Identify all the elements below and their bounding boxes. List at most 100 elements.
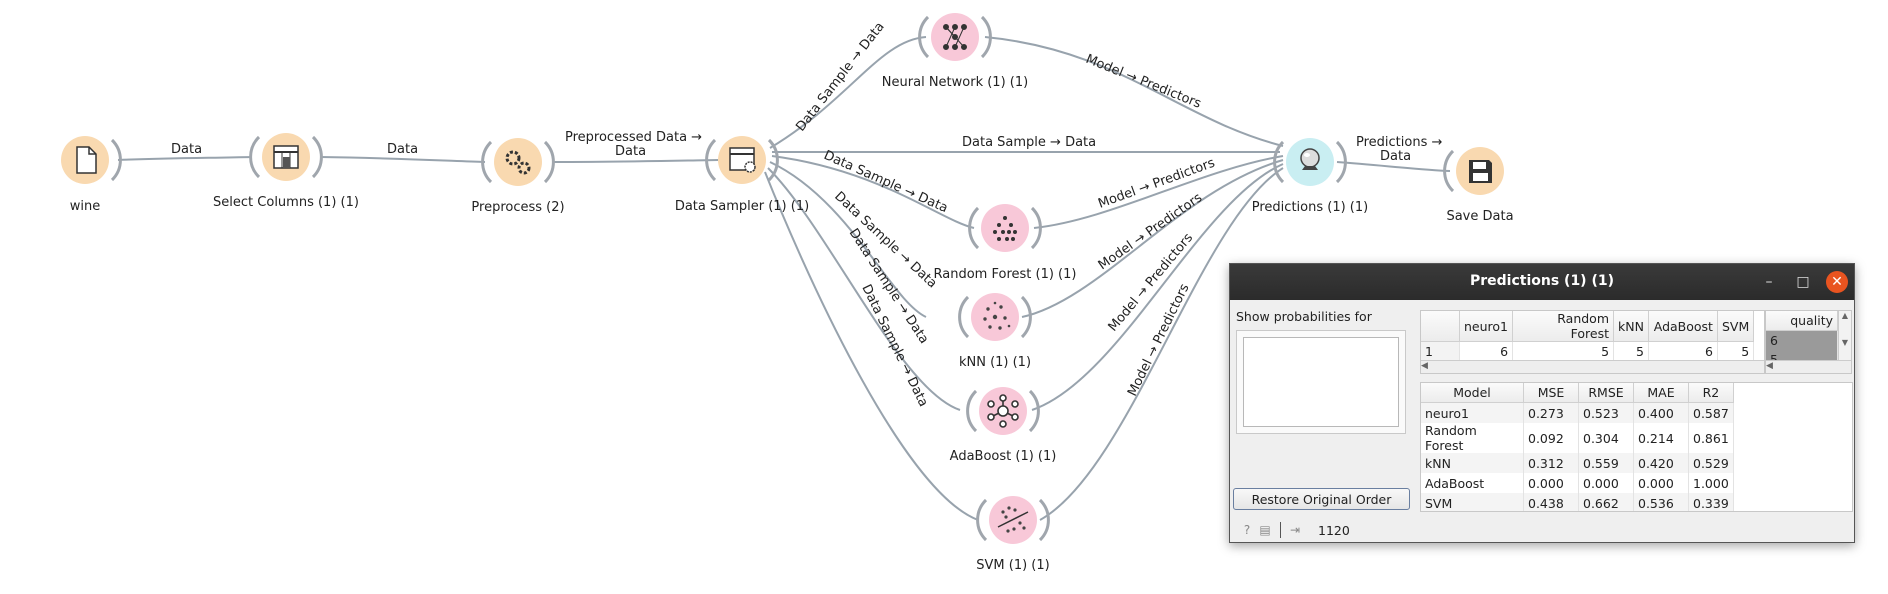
link-label-pred-save: Predictions → xyxy=(1356,135,1442,150)
row-header-corner xyxy=(1421,311,1460,342)
link-sampler-rf[interactable] xyxy=(771,155,975,229)
predictions-icon xyxy=(1300,148,1320,170)
node-label-random-forest: Random Forest (1) (1) xyxy=(934,267,1077,282)
link-sampler-ada[interactable] xyxy=(767,167,961,411)
link-svm-predictions[interactable] xyxy=(1039,167,1284,521)
node-svm[interactable]: SVM (1) (1) xyxy=(976,496,1050,573)
control-panel: Show probabilities for Restore Original … xyxy=(1230,300,1412,542)
table-row[interactable]: 6 xyxy=(1766,330,1838,350)
node-label-preprocess: Preprocess (2) xyxy=(471,200,564,215)
node-adaboost[interactable]: AdaBoost (1) (1) xyxy=(950,387,1057,464)
column-header-rmse[interactable]: RMSE xyxy=(1578,383,1634,403)
save-icon xyxy=(1469,160,1492,183)
node-label-neural-network: Neural Network (1) (1) xyxy=(882,75,1028,90)
predictions-table[interactable]: neuro1 Random Forest kNN AdaBoost SVM 1 … xyxy=(1420,310,1765,374)
node-neural-network[interactable]: Neural Network (1) (1) xyxy=(882,13,1028,90)
column-header-random-forest[interactable]: Random Forest xyxy=(1512,311,1615,342)
input-data-icon: ⇥ xyxy=(1289,523,1301,537)
table-cell: Random Forest xyxy=(1421,423,1524,453)
table-cell: 0.529 xyxy=(1688,453,1734,473)
table-cell: 0.536 xyxy=(1633,493,1689,511)
row-number: 1 xyxy=(1421,341,1460,361)
link-label-nn-pred: Model → Predictors xyxy=(1084,52,1204,112)
node-predictions[interactable]: Predictions (1) (1) xyxy=(1252,138,1368,215)
report-icon[interactable]: ▤ xyxy=(1259,523,1271,537)
svm-icon xyxy=(997,506,1029,533)
window-titlebar[interactable]: Predictions (1) (1) – □ ✕ xyxy=(1230,264,1854,300)
node-wine[interactable]: wine xyxy=(61,136,122,214)
data-sampler-icon xyxy=(729,147,756,173)
select-columns-icon xyxy=(273,145,299,169)
data-table[interactable]: quality 6 5 ▲▼ ◀ xyxy=(1765,310,1852,374)
table-row[interactable]: kNN 0.312 0.559 0.420 0.529 xyxy=(1421,453,1734,473)
column-header-quality[interactable]: quality xyxy=(1766,311,1838,331)
link-preprocess-sampler[interactable] xyxy=(551,159,719,163)
link-ada-predictions[interactable] xyxy=(1031,163,1284,411)
column-header-adaboost[interactable]: AdaBoost xyxy=(1648,311,1718,342)
table-cell: 0.304 xyxy=(1578,423,1634,453)
table-cell: 0.523 xyxy=(1578,402,1634,423)
predictions-window[interactable]: Predictions (1) (1) – □ ✕ Show probabili… xyxy=(1229,263,1855,543)
table-row[interactable]: 1 6 5 5 6 5 xyxy=(1421,341,1755,361)
table-row[interactable]: neuro1 0.273 0.523 0.400 0.587 xyxy=(1421,402,1734,423)
link-label-pred-save-2: Data xyxy=(1380,149,1411,164)
link-select-preprocess[interactable] xyxy=(319,156,486,163)
minimize-button[interactable]: – xyxy=(1765,274,1773,290)
table-cell[interactable]: 6 xyxy=(1459,341,1514,361)
scores-table[interactable]: Model MSE RMSE MAE R2 neuro1 0.273 0.523… xyxy=(1420,382,1853,512)
table-cell: 0.214 xyxy=(1633,423,1689,453)
column-header-knn[interactable]: kNN xyxy=(1613,311,1649,342)
link-nn-predictions[interactable] xyxy=(984,36,1284,147)
node-label-select-columns: Select Columns (1) (1) xyxy=(213,195,359,210)
input-count: 1120 xyxy=(1318,523,1350,538)
probabilities-group xyxy=(1236,330,1406,434)
column-header-svm[interactable]: SVM xyxy=(1717,311,1755,342)
node-data-sampler[interactable]: Data Sampler (1) (1) xyxy=(675,136,809,214)
table-cell[interactable]: 5 xyxy=(1512,341,1615,361)
link-knn-predictions[interactable] xyxy=(1021,159,1284,318)
node-knn[interactable]: kNN (1) (1) xyxy=(958,293,1032,370)
link-label-sampler-pred: Data Sample → Data xyxy=(962,135,1096,150)
horizontal-scrollbar[interactable]: ◀ xyxy=(1766,360,1851,373)
column-header-model[interactable]: Model xyxy=(1421,383,1524,403)
table-row[interactable]: SVM 0.438 0.662 0.536 0.339 xyxy=(1421,493,1734,511)
table-row[interactable]: AdaBoost 0.000 0.000 0.000 1.000 xyxy=(1421,473,1734,493)
vertical-scrollbar[interactable]: ▲▼ xyxy=(1838,311,1851,361)
node-save-data[interactable]: Save Data xyxy=(1443,147,1514,224)
node-preprocess[interactable]: Preprocess (2) xyxy=(471,138,565,215)
link-wine-select[interactable] xyxy=(117,156,253,161)
horizontal-scrollbar[interactable]: ◀ xyxy=(1421,360,1764,373)
table-cell[interactable]: 6 xyxy=(1648,341,1718,361)
link-predictions-save[interactable] xyxy=(1336,161,1451,172)
maximize-button[interactable]: □ xyxy=(1796,274,1810,290)
table-row[interactable]: Random Forest 0.092 0.304 0.214 0.861 xyxy=(1421,423,1734,453)
help-icon[interactable]: ? xyxy=(1243,523,1251,537)
table-cell[interactable]: 6 xyxy=(1766,330,1838,350)
node-random-forest[interactable]: Random Forest (1) (1) xyxy=(934,204,1077,282)
probabilities-list[interactable] xyxy=(1243,337,1399,427)
node-select-columns[interactable]: Select Columns (1) (1) xyxy=(213,133,359,210)
node-label-wine: wine xyxy=(70,199,100,214)
node-label-svm: SVM (1) (1) xyxy=(976,558,1049,573)
table-cell[interactable]: 5 xyxy=(1613,341,1649,361)
table-cell: SVM xyxy=(1421,493,1524,511)
table-cell: 0.559 xyxy=(1578,453,1634,473)
close-button[interactable]: ✕ xyxy=(1826,271,1848,293)
column-header-mae[interactable]: MAE xyxy=(1633,383,1689,403)
status-bar: ? ▤ ⇥ 1120 xyxy=(1230,518,1854,542)
table-cell: AdaBoost xyxy=(1421,473,1524,493)
table-cell: 0.092 xyxy=(1523,423,1579,453)
link-sampler-nn[interactable] xyxy=(769,36,927,149)
link-sampler-svm[interactable] xyxy=(764,171,979,521)
link-label-pre-sampler: Preprocessed Data → xyxy=(565,130,702,145)
show-probabilities-label: Show probabilities for xyxy=(1236,309,1372,324)
restore-original-order-button[interactable]: Restore Original Order xyxy=(1233,488,1410,510)
column-header-neuro1[interactable]: neuro1 xyxy=(1459,311,1514,342)
link-rf-predictions[interactable] xyxy=(1033,155,1284,229)
adaboost-icon xyxy=(987,394,1019,428)
table-cell[interactable]: 5 xyxy=(1717,341,1755,361)
column-header-r2[interactable]: R2 xyxy=(1688,383,1734,403)
link-sampler-knn[interactable] xyxy=(769,161,927,318)
column-header-mse[interactable]: MSE xyxy=(1523,383,1579,403)
